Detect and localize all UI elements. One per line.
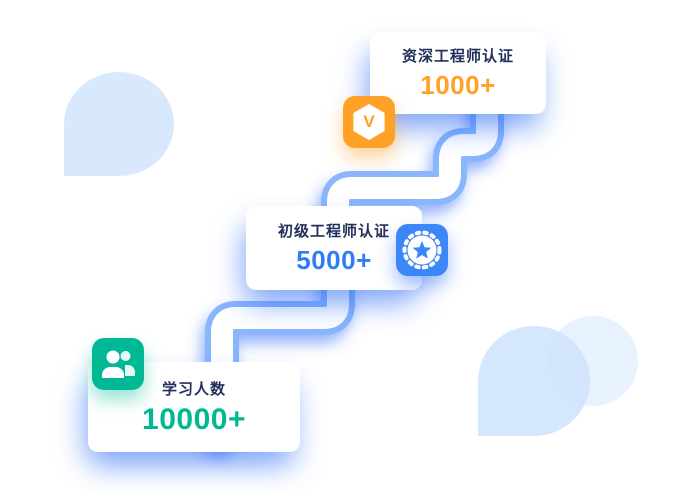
- star-seal-graphic: [402, 230, 442, 270]
- decor-bubble-left: [64, 72, 174, 176]
- v-badge-hexagon: [353, 104, 385, 140]
- star-seal-icon: [396, 224, 448, 276]
- v-badge-icon: V: [343, 96, 395, 148]
- card-learner-value: 10000+: [142, 402, 246, 436]
- people-icon: [92, 338, 144, 390]
- card-junior-title: 初级工程师认证: [277, 223, 390, 240]
- v-badge-letter: V: [363, 111, 375, 131]
- people-graphic: [102, 350, 135, 378]
- decor-bubble-right-front: [478, 326, 590, 436]
- card-senior-value: 1000+: [420, 70, 496, 100]
- card-senior-cert: 资深工程师认证 1000+: [370, 32, 546, 114]
- card-junior-value: 5000+: [296, 245, 372, 275]
- card-senior-title: 资深工程师认证: [401, 48, 514, 65]
- connector-path-center: [211, 61, 498, 443]
- card-learner-title: 学习人数: [161, 380, 226, 398]
- card-junior-cert: 初级工程师认证 5000+: [246, 206, 422, 290]
